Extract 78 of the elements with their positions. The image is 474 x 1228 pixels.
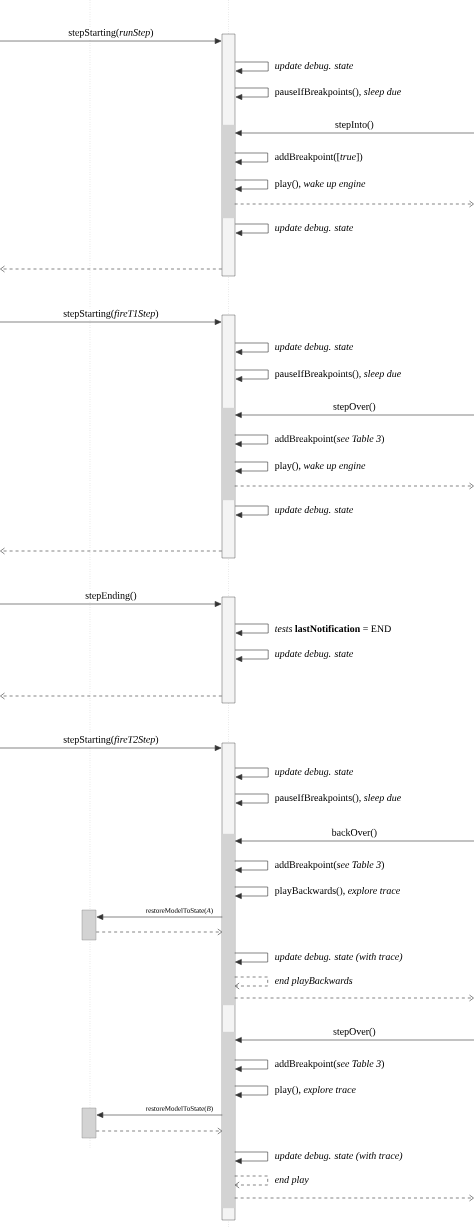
edge-label: pauseIfBreakpoints(), sleep due bbox=[273, 86, 403, 99]
message-arrow bbox=[235, 838, 474, 844]
activation-bar bbox=[81, 1107, 97, 1139]
edge-label: tests lastNotification = END bbox=[273, 623, 393, 634]
edge-label: stepStarting(fireT1Step) bbox=[61, 308, 161, 321]
self-message-arrow bbox=[234, 649, 269, 662]
edge-label: end playBackwards bbox=[273, 975, 355, 988]
edge-label: playBackwards(), explore trace bbox=[273, 885, 402, 898]
edge-label: pauseIfBreakpoints(), sleep due bbox=[273, 792, 403, 805]
self-message-arrow bbox=[234, 505, 269, 518]
return-arrow bbox=[0, 692, 223, 700]
return-arrow bbox=[0, 547, 223, 555]
return-arrow bbox=[234, 994, 474, 1002]
self-message-arrow bbox=[234, 886, 268, 899]
self-message-arrow bbox=[234, 860, 268, 873]
edge-label: play(), wake up engine bbox=[273, 178, 367, 191]
edge-label: stepEnding() bbox=[83, 590, 139, 603]
self-message-arrow bbox=[234, 793, 269, 806]
edge-label: update debug. state bbox=[273, 341, 355, 354]
message-arrow bbox=[0, 601, 222, 607]
self-message-arrow bbox=[234, 976, 268, 990]
message-arrow bbox=[96, 1112, 223, 1118]
self-message-arrow bbox=[234, 369, 269, 382]
activation-bar bbox=[222, 124, 235, 219]
edge-label: update debug. state bbox=[273, 60, 355, 73]
edge-label: update debug. state bbox=[273, 648, 355, 661]
edge-label: addBreakpoint(see Table 3) bbox=[273, 433, 386, 446]
self-message-arrow bbox=[234, 1151, 268, 1164]
activation-bar bbox=[222, 407, 235, 501]
message-arrow bbox=[0, 38, 222, 44]
edge-label: update debug. state bbox=[273, 766, 355, 779]
edge-label: backOver() bbox=[330, 827, 379, 840]
edge-label: update debug. state (with trace) bbox=[273, 951, 405, 964]
edge-label: play(), explore trace bbox=[273, 1084, 358, 1097]
edge-label: end play bbox=[273, 1174, 311, 1187]
return-arrow bbox=[95, 928, 223, 936]
self-message-arrow bbox=[234, 179, 268, 192]
edge-label: update debug. state bbox=[273, 222, 355, 235]
edge-label: play(), wake up engine bbox=[273, 460, 367, 473]
edge-label: addBreakpoint(see Table 3) bbox=[273, 859, 386, 872]
edge-label: stepStarting(runStep) bbox=[66, 27, 155, 40]
edge-label: addBreakpoint(see Table 3) bbox=[273, 1058, 386, 1071]
self-message-arrow bbox=[234, 87, 269, 100]
edge-label: stepStarting(fireT2Step) bbox=[61, 734, 161, 747]
self-message-arrow bbox=[234, 152, 268, 165]
self-message-arrow bbox=[234, 623, 269, 636]
return-arrow bbox=[0, 265, 223, 273]
return-arrow bbox=[234, 482, 474, 490]
activation-bar bbox=[81, 909, 97, 941]
self-message-arrow bbox=[234, 434, 268, 447]
self-message-arrow bbox=[234, 1085, 268, 1098]
edge-label: update debug. state bbox=[273, 504, 355, 517]
edge-label: stepInto() bbox=[333, 119, 376, 132]
message-arrow bbox=[96, 914, 223, 920]
edge-label: update debug. state (with trace) bbox=[273, 1150, 405, 1163]
self-message-arrow bbox=[234, 223, 269, 236]
self-message-arrow bbox=[234, 767, 269, 780]
self-message-arrow bbox=[234, 461, 268, 474]
edge-label: addBreakpoint([true]) bbox=[273, 151, 365, 164]
self-message-arrow bbox=[234, 1059, 268, 1072]
return-arrow bbox=[234, 1194, 474, 1202]
activation-bar bbox=[221, 596, 236, 704]
edge-label: pauseIfBreakpoints(), sleep due bbox=[273, 368, 403, 381]
self-message-arrow bbox=[234, 1175, 268, 1189]
return-arrow bbox=[234, 200, 474, 208]
self-message-arrow bbox=[234, 61, 269, 74]
message-arrow bbox=[0, 745, 222, 751]
self-message-arrow bbox=[234, 952, 268, 965]
edge-label: stepOver() bbox=[331, 401, 378, 414]
message-arrow bbox=[235, 1037, 474, 1043]
self-message-arrow bbox=[234, 342, 269, 355]
edge-label: stepOver() bbox=[331, 1026, 378, 1039]
message-arrow bbox=[235, 130, 474, 136]
return-arrow bbox=[95, 1127, 223, 1135]
message-arrow bbox=[0, 319, 222, 325]
activation-bar bbox=[222, 833, 235, 1006]
message-arrow bbox=[235, 412, 474, 418]
activation-bar bbox=[222, 1031, 235, 1209]
